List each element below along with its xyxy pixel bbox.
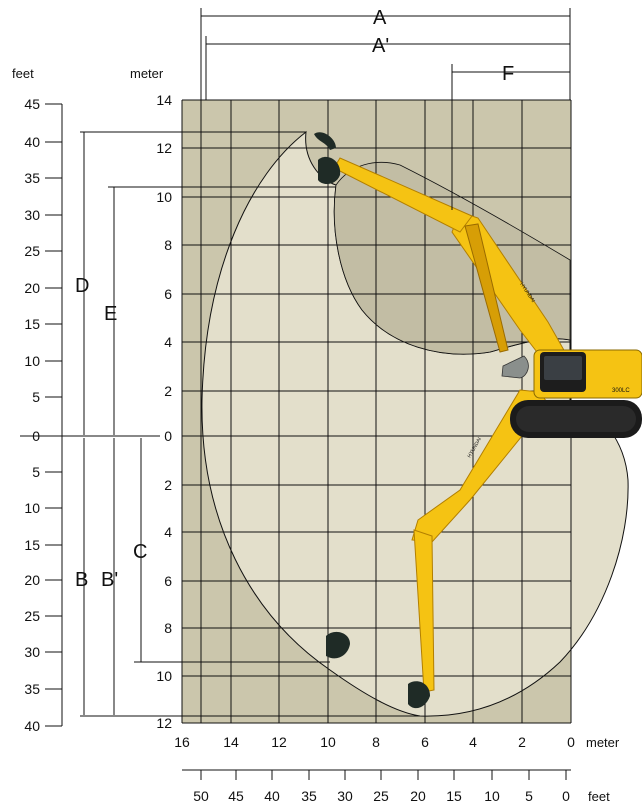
label-e: E — [104, 303, 117, 325]
meter-tick-label-vertical: 0 — [164, 428, 172, 444]
feet-tick-label-bottom: 15 — [446, 788, 462, 804]
dimension-lines — [20, 8, 571, 717]
feet-tick-label-left: 0 — [32, 428, 40, 444]
meter-tick-label-bottom: 10 — [320, 734, 336, 750]
label-c: C — [133, 541, 147, 563]
axis-layer: 4540353025201510505101520253035401412108… — [24, 92, 575, 804]
meter-tick-label-vertical: 14 — [156, 92, 172, 108]
bucket-icon-vertical-wall — [326, 631, 350, 659]
label-a-prime: A' — [372, 35, 389, 57]
meter-tick-label-vertical: 10 — [156, 668, 172, 684]
label-b-prime: B' — [101, 569, 118, 591]
feet-tick-label-left: 40 — [24, 134, 40, 150]
meter-tick-label-bottom: 4 — [469, 734, 477, 750]
feet-tick-label-left: 35 — [24, 170, 40, 186]
feet-tick-label-left: 25 — [24, 608, 40, 624]
unit-meter-top: meter — [130, 66, 164, 81]
feet-tick-label-left: 40 — [24, 718, 40, 734]
unit-feet-bottom: feet — [588, 789, 610, 804]
feet-tick-label-left: 35 — [24, 681, 40, 697]
meter-tick-label-vertical: 12 — [156, 715, 172, 731]
feet-tick-label-bottom: 40 — [264, 788, 280, 804]
meter-tick-label-vertical: 6 — [164, 286, 172, 302]
upper-boom-arm: HYUNDAI — [333, 157, 566, 357]
meter-tick-label-vertical: 2 — [164, 383, 172, 399]
feet-tick-label-bottom: 5 — [525, 788, 533, 804]
feet-tick-label-left: 15 — [24, 316, 40, 332]
feet-tick-label-left: 15 — [24, 537, 40, 553]
excavator-machine-icon: 300LC — [510, 349, 642, 438]
label-f: F — [502, 63, 514, 85]
feet-tick-label-left: 10 — [24, 353, 40, 369]
feet-tick-label-left: 45 — [24, 96, 40, 112]
feet-tick-label-left: 10 — [24, 500, 40, 516]
feet-tick-label-bottom: 35 — [301, 788, 317, 804]
machine-model-text: 300LC — [612, 388, 630, 394]
feet-tick-label-left: 5 — [32, 464, 40, 480]
meter-tick-label-vertical: 8 — [164, 237, 172, 253]
meter-tick-label-vertical: 12 — [156, 140, 172, 156]
feet-tick-label-left: 30 — [24, 644, 40, 660]
feet-tick-label-bottom: 50 — [193, 788, 209, 804]
bucket-icon-deep — [408, 681, 430, 709]
feet-tick-label-bottom: 25 — [373, 788, 389, 804]
feet-tick-label-left: 5 — [32, 389, 40, 405]
feet-tick-label-bottom: 0 — [562, 788, 570, 804]
feet-tick-label-bottom: 20 — [410, 788, 426, 804]
meter-tick-label-vertical: 4 — [164, 334, 172, 350]
meter-tick-label-vertical: 4 — [164, 524, 172, 540]
bucket-icon-curled — [501, 355, 529, 379]
meter-tick-label-bottom: 0 — [567, 734, 575, 750]
meter-tick-label-vertical: 8 — [164, 620, 172, 636]
label-b: B — [75, 569, 88, 591]
dimension-letters: A A' F D E B B' C — [75, 7, 514, 591]
feet-tick-label-left: 25 — [24, 243, 40, 259]
feet-tick-label-bottom: 45 — [228, 788, 244, 804]
meter-tick-label-bottom: 14 — [223, 734, 239, 750]
label-d: D — [75, 275, 89, 297]
meter-tick-label-bottom: 6 — [421, 734, 429, 750]
feet-tick-label-left: 30 — [24, 207, 40, 223]
meter-tick-label-bottom: 2 — [518, 734, 526, 750]
unit-meter-bottom: meter — [586, 735, 620, 750]
feet-tick-label-bottom: 30 — [337, 788, 353, 804]
feet-tick-label-left: 20 — [24, 280, 40, 296]
feet-tick-label-bottom: 10 — [484, 788, 500, 804]
meter-tick-label-bottom: 16 — [174, 734, 190, 750]
meter-tick-label-vertical: 6 — [164, 573, 172, 589]
meter-tick-label-vertical: 2 — [164, 477, 172, 493]
meter-tick-label-bottom: 12 — [271, 734, 287, 750]
meter-tick-label-bottom: 8 — [372, 734, 380, 750]
feet-tick-label-left: 20 — [24, 572, 40, 588]
unit-feet-left: feet — [12, 66, 34, 81]
meter-tick-label-vertical: 10 — [156, 189, 172, 205]
bucket-icon-top — [314, 132, 341, 185]
label-a: A — [373, 7, 387, 29]
